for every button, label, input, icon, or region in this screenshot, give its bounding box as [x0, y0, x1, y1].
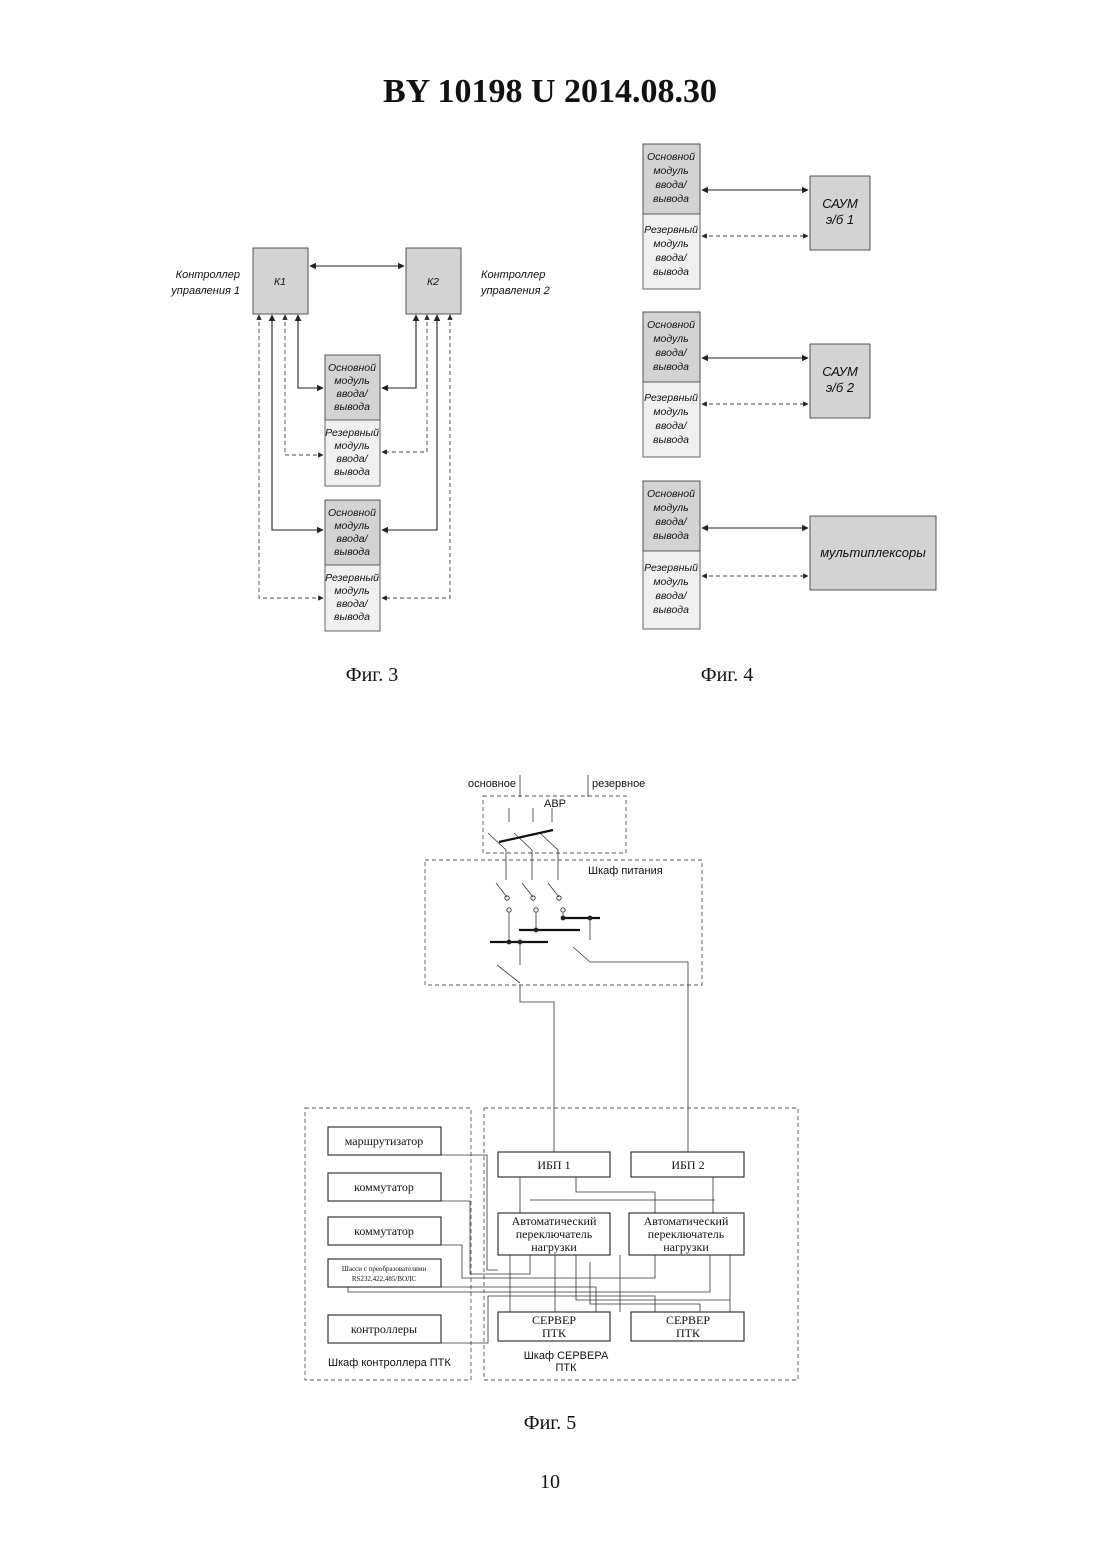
- k1-reserve-a-link: [285, 315, 323, 455]
- svg-text:ввода/: ввода/: [655, 179, 687, 191]
- figure-5-caption: Фиг. 5: [524, 1412, 576, 1434]
- svg-text:модуль: модуль: [653, 406, 688, 418]
- ups-2-label: ИБП 2: [671, 1158, 704, 1172]
- svg-text:вывода: вывода: [653, 193, 689, 205]
- k2-main-a-link: [382, 315, 416, 388]
- controller-1-label-line2: управления 1: [170, 285, 240, 297]
- svg-text:Резервный: Резервный: [325, 572, 379, 584]
- svg-text:Автоматический: Автоматический: [512, 1214, 597, 1228]
- svg-text:модуль: модуль: [653, 165, 688, 177]
- svg-text:Основной: Основной: [328, 362, 376, 374]
- svg-text:модуль: модуль: [334, 520, 369, 532]
- converter-chassis-label-line1: Шасси с преобразователями: [342, 1265, 426, 1273]
- k1-main-a-link: [298, 315, 323, 388]
- svg-text:вывода: вывода: [653, 434, 689, 446]
- power-cabinet-switches: [490, 883, 688, 983]
- svg-text:модуль: модуль: [653, 333, 688, 345]
- svg-text:ввода/: ввода/: [336, 598, 368, 610]
- controllers-label: контроллеры: [351, 1322, 417, 1336]
- svg-text:модуль: модуль: [334, 375, 369, 387]
- ups-1-label: ИБП 1: [537, 1158, 570, 1172]
- svg-text:ввода/: ввода/: [336, 388, 368, 400]
- svg-text:ввода/: ввода/: [655, 252, 687, 264]
- svg-text:вывода: вывода: [653, 361, 689, 373]
- saum-2-label-line2: э/б 2: [826, 380, 855, 395]
- svg-text:Основной: Основной: [647, 488, 695, 500]
- power-cabinet-box: [425, 860, 702, 985]
- svg-text:модуль: модуль: [653, 576, 688, 588]
- svg-text:переключатель: переключатель: [516, 1227, 593, 1241]
- page-number: 10: [540, 1471, 560, 1493]
- k2-reserve-a-link: [382, 315, 427, 452]
- controller-k2-label: К2: [427, 276, 439, 288]
- server-cabinet-label-line2: ПТК: [555, 1362, 577, 1374]
- k2-main-b-link: [382, 315, 437, 530]
- svg-text:модуль: модуль: [334, 440, 369, 452]
- svg-text:вывода: вывода: [653, 530, 689, 542]
- svg-text:вывода: вывода: [334, 611, 370, 623]
- svg-text:модуль: модуль: [334, 585, 369, 597]
- svg-text:ввода/: ввода/: [336, 453, 368, 465]
- figure-4: Основной модуль ввода/ вывода Резервный …: [643, 144, 936, 686]
- saum-1-label-line2: э/б 1: [826, 212, 854, 227]
- svg-text:Автоматический: Автоматический: [644, 1214, 729, 1228]
- power-cabinet-label: Шкаф питания: [588, 865, 663, 877]
- server-1-label-line1: СЕРВЕР: [532, 1313, 576, 1327]
- svg-text:ввода/: ввода/: [655, 420, 687, 432]
- svg-text:модуль: модуль: [653, 238, 688, 250]
- svg-text:Основной: Основной: [647, 319, 695, 331]
- main-feed-label: основное: [468, 778, 516, 790]
- svg-text:вывода: вывода: [334, 546, 370, 558]
- svg-text:переключатель: переключатель: [648, 1227, 725, 1241]
- svg-text:нагрузки: нагрузки: [663, 1240, 709, 1254]
- multiplexers-label: мультиплексоры: [820, 545, 926, 560]
- saum-2-label-line1: САУМ: [822, 364, 858, 379]
- reserve-feed-label: резервное: [592, 778, 645, 790]
- figure-3-caption: Фиг. 3: [346, 664, 398, 686]
- controller-k1-label: К1: [274, 276, 286, 288]
- svg-text:вывода: вывода: [334, 401, 370, 413]
- svg-text:ввода/: ввода/: [655, 590, 687, 602]
- controller-cabinet-label: Шкаф контроллера ПТК: [328, 1357, 451, 1369]
- svg-text:вывода: вывода: [334, 466, 370, 478]
- svg-text:ввода/: ввода/: [655, 347, 687, 359]
- controller-2-label-line1: Контроллер: [481, 269, 545, 281]
- figure-5: основное резервное АВР Шкаф питания: [305, 775, 798, 1434]
- svg-text:вывода: вывода: [653, 604, 689, 616]
- server-cabinet-label-line1: Шкаф СЕРВЕРА: [524, 1350, 609, 1362]
- k1-reserve-b-link: [259, 315, 323, 598]
- svg-text:вывода: вывода: [653, 266, 689, 278]
- document-header: BY 10198 U 2014.08.30: [383, 73, 717, 110]
- svg-text:Резервный: Резервный: [644, 562, 698, 574]
- svg-text:модуль: модуль: [653, 502, 688, 514]
- saum-1-label-line1: САУМ: [822, 196, 858, 211]
- controller-2-label-line2: управления 2: [480, 285, 550, 297]
- feeder-to-ups1: [520, 985, 554, 1152]
- figure-4-caption: Фиг. 4: [701, 664, 753, 686]
- svg-text:Резервный: Резервный: [644, 224, 698, 236]
- converter-chassis-label-line2: RS232,422,485/ВОЛС: [352, 1275, 417, 1283]
- router-label: маршрутизатор: [345, 1134, 423, 1148]
- svg-text:Резервный: Резервный: [644, 392, 698, 404]
- svg-text:ввода/: ввода/: [336, 533, 368, 545]
- svg-text:Основной: Основной: [328, 507, 376, 519]
- svg-text:ввода/: ввода/: [655, 516, 687, 528]
- svg-text:Основной: Основной: [647, 151, 695, 163]
- switch-1-label: коммутатор: [354, 1180, 414, 1194]
- avr-label: АВР: [544, 798, 566, 810]
- svg-text:нагрузки: нагрузки: [531, 1240, 577, 1254]
- controller-1-label-line1: Контроллер: [176, 269, 240, 281]
- server-1-label-line2: ПТК: [542, 1326, 567, 1340]
- server-2-label-line2: ПТК: [676, 1326, 701, 1340]
- svg-text:Резервный: Резервный: [325, 427, 379, 439]
- avr-switch-poles: [488, 808, 558, 880]
- figure-3: К1 К2 Контроллер управления 1 Контроллер…: [170, 248, 549, 686]
- server-2-label-line1: СЕРВЕР: [666, 1313, 710, 1327]
- switch-2-label: коммутатор: [354, 1224, 414, 1238]
